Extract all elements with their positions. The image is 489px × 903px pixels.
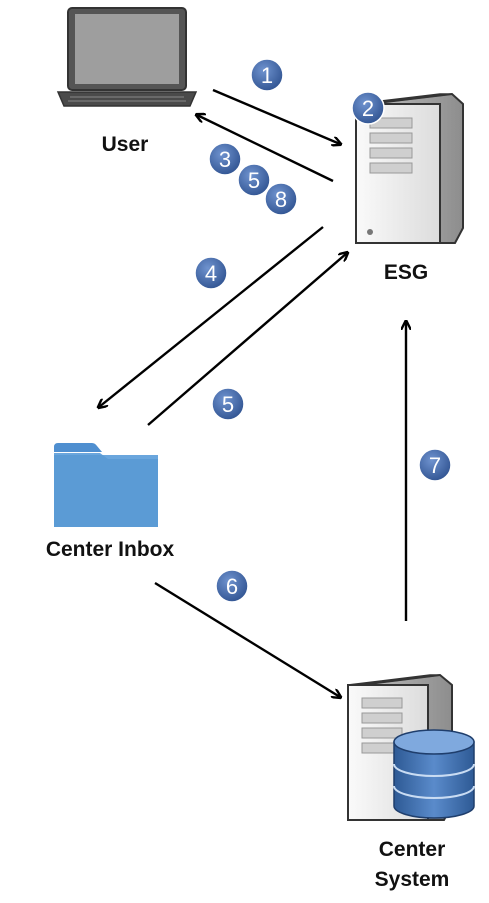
laptop-icon [56,7,198,107]
step-badge-3: 3 [208,142,242,176]
center-system-label-line2: System [375,868,450,891]
arrow-user-to-esg [212,88,340,144]
svg-text:2: 2 [362,96,374,121]
arrow-inbox-to-esg [147,253,347,426]
user-label: User [102,133,149,156]
svg-text:5: 5 [222,392,234,417]
esg-label: ESG [384,261,428,284]
svg-text:8: 8 [275,187,287,212]
svg-text:4: 4 [205,261,217,286]
step-badge-4: 4 [194,256,228,290]
database-icon [393,729,475,819]
step-badge-5b: 5 [211,387,245,421]
arrow-esg-to-inbox [99,226,324,407]
step-badge-6: 6 [215,569,249,603]
server-database-icon [347,673,475,821]
arrow-esg-to-user [197,115,334,183]
step-badge-7: 7 [418,448,452,482]
step-badge-1: 1 [250,58,284,92]
center-inbox-label: Center Inbox [46,538,175,561]
step-badge-2: 2 [351,91,385,125]
svg-text:3: 3 [219,147,231,172]
center-system-label-line1: Center [379,838,446,861]
server-icon [355,92,464,244]
folder-icon [54,443,158,527]
svg-text:5: 5 [248,168,260,193]
svg-text:7: 7 [429,453,441,478]
arrow-inbox-to-center-system [154,581,340,697]
svg-text:6: 6 [226,574,238,599]
step-badge-5a: 5 [237,163,271,197]
svg-text:1: 1 [261,63,273,88]
step-badge-8: 8 [264,182,298,216]
